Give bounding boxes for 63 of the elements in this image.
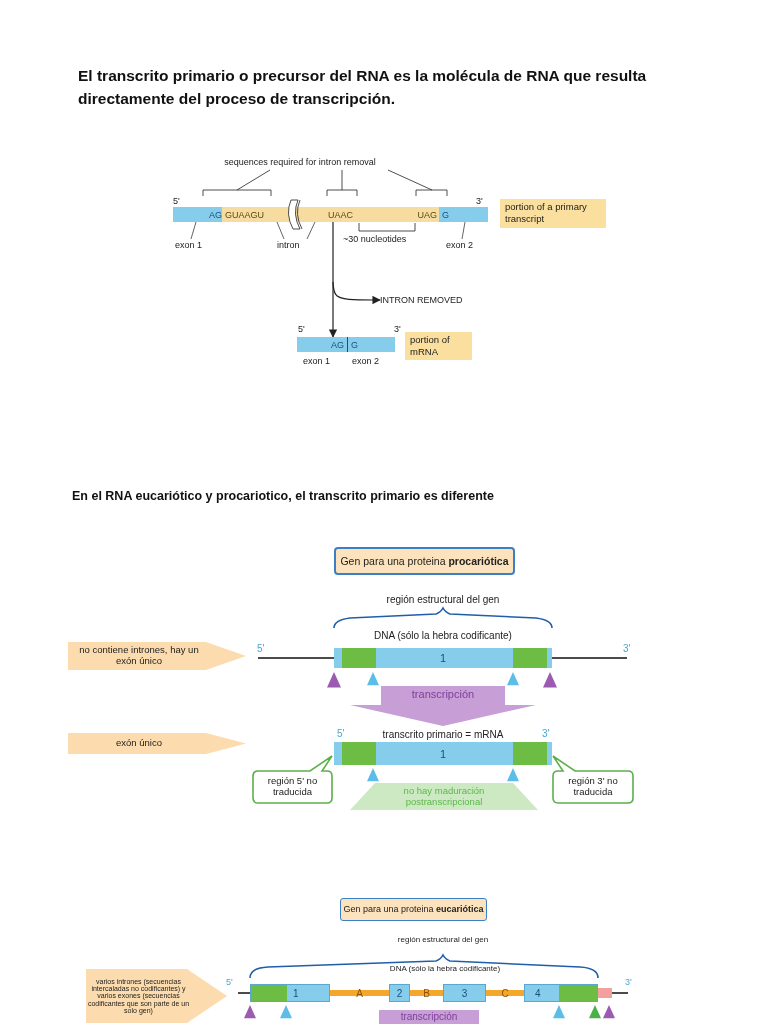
edge-label: transcripción — [410, 688, 476, 700]
title-box: Gen para una proteina procariótica — [334, 547, 515, 575]
leader-line — [461, 221, 466, 240]
exon-segment: AG — [173, 207, 222, 222]
label-box: portion of a primary transcript — [500, 199, 606, 228]
arrow-banner — [68, 733, 246, 754]
block-arrow — [350, 686, 536, 726]
annotation-label: sequences required for intron removal — [224, 157, 376, 168]
callout-text: región 3' no traducida — [567, 774, 619, 799]
banner-text: no contiene intrones, hay un exón único — [78, 643, 200, 668]
end-label: 5' — [337, 728, 345, 740]
exon-segment: G — [439, 207, 488, 222]
region-label: región estructural del gen — [386, 594, 500, 606]
exon-label: exon 2 — [446, 239, 482, 251]
heading: En el RNA eucariótico y procariotico, el transcrito primario es diferente — [72, 489, 494, 504]
callout-text: región 5' no traducida — [266, 774, 319, 799]
exon-segment: 1 — [250, 984, 330, 1002]
exon-segment: 3 — [443, 984, 486, 1002]
intron-segment: UAG — [417, 207, 439, 222]
heading: El transcrito primario o precursor del RNA es la molécula de RNA que resulta directamente del proceso de transcripción. — [78, 66, 648, 109]
end-label: 5' — [298, 324, 305, 335]
end-label: 5' — [226, 977, 233, 988]
mrna-bar — [297, 337, 395, 352]
leader-line — [306, 221, 316, 240]
exon-segment: 2 — [389, 984, 410, 1002]
strand-label: DNA (sólo la hebra codificante) — [389, 964, 501, 974]
step-label: INTRON REMOVED — [380, 294, 472, 306]
label-box: portion of mRNA — [405, 332, 472, 360]
arrow — [328, 221, 338, 338]
end-label: 3' — [476, 196, 483, 207]
end-label: 3' — [542, 728, 550, 740]
gene-segment: 1 — [334, 742, 552, 765]
callout-bubble — [552, 755, 634, 804]
exon-label: exon 2 — [352, 356, 380, 367]
exon-segment: AG — [297, 337, 347, 352]
arrow-banner — [86, 969, 227, 1023]
gene-segment: 1 — [334, 648, 552, 668]
leader-line — [276, 221, 285, 240]
exon-label: exon 1 — [303, 356, 331, 367]
banner-text: no hay maduración postranscripcional — [402, 783, 486, 809]
trapezoid-banner — [350, 783, 538, 810]
intron-segment: GUAAGU — [222, 207, 288, 222]
arrow — [332, 281, 381, 305]
arrow-banner — [68, 642, 246, 670]
end-label: 3' — [625, 977, 632, 988]
end-label: 3' — [623, 643, 631, 655]
end-label: 3' — [394, 324, 401, 335]
leader-line — [190, 221, 197, 240]
primary-transcript-bar — [173, 207, 488, 222]
banner-text: exón único — [115, 736, 163, 751]
exon-segment: G — [347, 337, 395, 352]
intron-label: intron — [277, 239, 313, 251]
annotation-label: ~30 nucleotides — [343, 234, 407, 245]
gene-bar — [250, 984, 598, 1002]
end-label: 5' — [173, 196, 180, 207]
title-box: Gen para una proteina eucariótica — [340, 898, 487, 921]
callout-bubble — [252, 755, 333, 804]
intron-segment: UAAC — [308, 207, 417, 222]
process-box: transcripción — [379, 1010, 479, 1024]
exon-segment: 4 — [524, 984, 598, 1002]
end-label: 5' — [257, 643, 265, 655]
region-label: región estructural del gen — [397, 935, 489, 945]
exon-label: exon 1 — [175, 239, 211, 251]
